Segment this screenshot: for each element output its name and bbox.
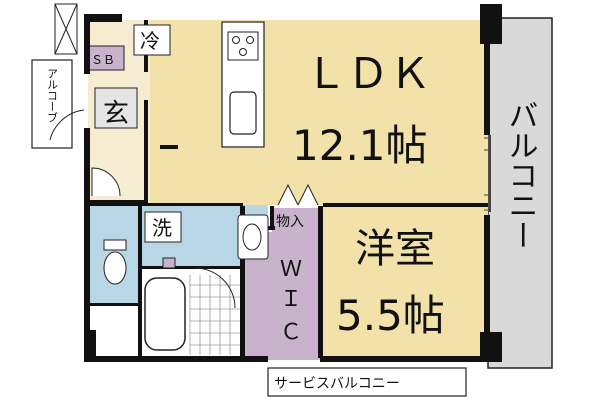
entrance-step (94, 87, 138, 129)
entrance-label: 玄 (103, 99, 129, 129)
walls (84, 4, 502, 362)
ldk-name-label: ＬＤＫ (305, 49, 431, 98)
shoebox-label: ＳＢ (91, 53, 115, 67)
western-name-label: 洋室 (355, 226, 435, 272)
wic-i-label: Ｉ (280, 287, 302, 312)
wic-storage-door-2 (297, 183, 319, 206)
fridge-label: 冷 (140, 29, 160, 53)
washer-box (144, 211, 182, 243)
window-marks (484, 135, 491, 212)
bathtub-icon (144, 277, 186, 351)
bath-door (194, 267, 236, 309)
service-balcony-area (267, 367, 467, 397)
ldk-size-label: 12.1帖 (292, 121, 428, 170)
balcony-area (487, 17, 553, 369)
toilet-door (91, 167, 121, 197)
toilet-icon (103, 239, 127, 285)
western-size-label: 5.5帖 (336, 291, 445, 340)
kitchen-sink-icon (229, 91, 257, 135)
wic-w-label: Ｗ (280, 257, 302, 282)
storage-floor (272, 208, 322, 233)
balcony-label: バルコニー (503, 100, 538, 250)
wic-c-label: Ｃ (280, 320, 302, 345)
storage-label: 物入 (276, 214, 304, 230)
wash-basin-icon (237, 214, 269, 260)
shoebox-floor (87, 45, 125, 71)
alcove-door (49, 109, 85, 141)
fridge-box (133, 24, 171, 56)
alcove-label: アルコーブ (46, 68, 59, 123)
service-balcony-label: サービスバルコニー (274, 376, 400, 392)
western-floor (323, 205, 488, 360)
washer-label: 洗 (152, 216, 172, 240)
alcove-box (31, 59, 73, 149)
stove-icon (227, 31, 259, 61)
wic-storage-door (277, 183, 299, 206)
washroom-pipe-box (162, 257, 176, 269)
